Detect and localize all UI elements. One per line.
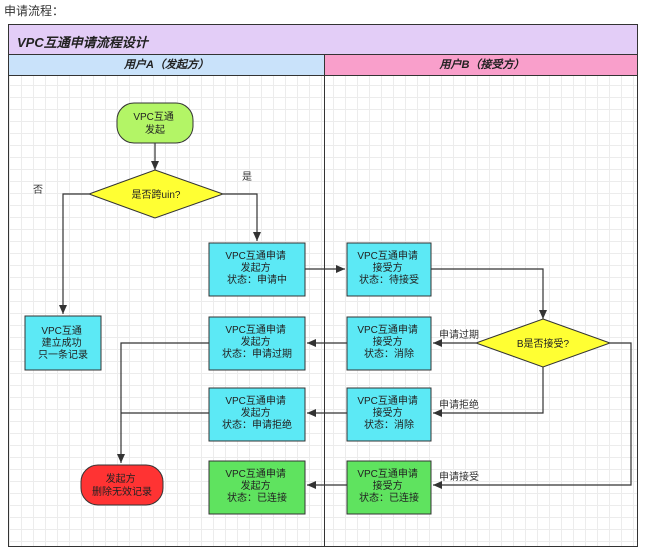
edge-label-rejected: 申请拒绝 bbox=[439, 398, 479, 411]
svg-text:VPC互通 发起: VPC互通 发起 bbox=[133, 111, 176, 136]
connectors bbox=[59, 143, 632, 489]
decision-b-accept: B是否接受? bbox=[474, 318, 612, 368]
node-b-expired-line3: 状态：消除 bbox=[364, 347, 414, 360]
node-a-connected-line1: VPC互通申请 bbox=[225, 467, 286, 480]
node-b-waiting: VPC互通申请 接受方 状态：待接受 bbox=[346, 242, 432, 297]
node-b-connected-line1: VPC互通申请 bbox=[357, 467, 418, 480]
lane-label-user-b: 用户B（接受方） bbox=[439, 59, 525, 71]
node-a-connected-line2: 发起方 bbox=[241, 479, 271, 492]
lane-divider bbox=[324, 76, 325, 546]
svg-text:VPC互通申请 发起方 状态: VPC互通申请 发起方 状态：申请中 bbox=[225, 249, 288, 286]
svg-text:VPC互通申请 接受方 状态: VPC互通申请 接受方 状态：待接受 bbox=[357, 249, 420, 286]
connector-waiting-to-decision bbox=[431, 268, 547, 319]
page-caption: 申请流程： bbox=[4, 4, 65, 18]
node-b-connected-line3: 状态：已连接 bbox=[359, 491, 419, 504]
connector-yes-to-pending bbox=[223, 193, 261, 241]
node-a-expired-line3: 状态：申请过期 bbox=[222, 347, 292, 360]
swimlane-diagram: VPC互通申请流程设计 用户A（发起方） 用户B（接受方） bbox=[8, 24, 638, 547]
node-b-connected-line2: 接受方 bbox=[373, 479, 403, 492]
decision-cross-uin: 是否跨uin? bbox=[87, 169, 225, 219]
node-b-expired: VPC互通申请 接受方 状态：消除 bbox=[346, 316, 432, 371]
start-node: VPC互通 发起 bbox=[116, 102, 194, 144]
svg-text:VPC互通申请 发起方 状态: VPC互通申请 发起方 状态：已连接 bbox=[225, 467, 288, 504]
node-delete-line1: 发起方 bbox=[106, 472, 136, 485]
start-node-line1: VPC互通 bbox=[133, 111, 174, 123]
lane-label-user-a: 用户A（发起方） bbox=[124, 59, 209, 71]
node-a-connected: VPC互通申请 发起方 状态：已连接 bbox=[208, 460, 306, 515]
node-a-expired-line2: 发起方 bbox=[241, 335, 271, 348]
node-a-rejected-line3: 状态：申请拒绝 bbox=[222, 418, 292, 431]
node-a-rejected-line2: 发起方 bbox=[241, 406, 271, 419]
connector-rejected-branch bbox=[433, 367, 544, 417]
diagram-title-bar: VPC互通申请流程设计 bbox=[9, 25, 637, 55]
node-a-rejected: VPC互通申请 发起方 状态：申请拒绝 bbox=[208, 387, 306, 442]
decision-cross-uin-label: 是否跨uin? bbox=[132, 189, 181, 201]
node-b-rejected: VPC互通申请 接受方 状态：消除 bbox=[346, 387, 432, 442]
lane-header-user-b: 用户B（接受方） bbox=[325, 55, 637, 76]
node-b-rejected-line1: VPC互通申请 bbox=[357, 394, 418, 407]
node-a-expired-line1: VPC互通申请 bbox=[225, 323, 286, 336]
connector-no-to-create bbox=[59, 193, 89, 314]
node-b-connected: VPC互通申请 接受方 状态：已连接 bbox=[346, 460, 432, 515]
node-b-waiting-line2: 接受方 bbox=[373, 261, 403, 274]
node-a-pending-line2: 发起方 bbox=[241, 261, 271, 274]
node-b-rejected-line2: 接受方 bbox=[373, 406, 403, 419]
svg-text:VPC互通 建立成功 只一条: VPC互通 建立成功 只一条记录 bbox=[38, 325, 88, 361]
node-delete-line2: 删除无效记录 bbox=[92, 485, 152, 498]
edge-label-no: 否 bbox=[33, 184, 43, 196]
start-node-line2: 发起 bbox=[145, 123, 165, 136]
edge-label-yes: 是 bbox=[242, 171, 252, 183]
flowchart-canvas: 否 是 申请过期 申请拒绝 申请接受 VPC互通 发起 是否跨uin? VPC互… bbox=[24, 102, 632, 515]
svg-text:VPC互通申请 接受方 状态: VPC互通申请 接受方 状态：消除 bbox=[357, 323, 420, 360]
node-a-rejected-line1: VPC互通申请 bbox=[225, 394, 286, 407]
node-create-success: VPC互通 建立成功 只一条记录 bbox=[24, 315, 102, 371]
node-create-line3: 只一条记录 bbox=[38, 348, 88, 361]
edge-label-accepted: 申请接受 bbox=[439, 470, 479, 483]
svg-text:发起方 删除无效记录: 发起方 删除无效记录 bbox=[92, 472, 152, 498]
connector-accepted-branch bbox=[433, 342, 632, 489]
connector-expired-to-delete bbox=[117, 342, 209, 463]
svg-text:VPC互通申请 发起方 状态: VPC互通申请 发起方 状态：申请拒绝 bbox=[222, 394, 292, 431]
node-delete-invalid: 发起方 删除无效记录 bbox=[80, 464, 164, 506]
edge-label-expired: 申请过期 bbox=[439, 328, 479, 341]
node-a-pending-line3: 状态：申请中 bbox=[227, 273, 287, 286]
node-create-line1: VPC互通 bbox=[41, 325, 82, 337]
lane-header-user-a: 用户A（发起方） bbox=[9, 55, 325, 76]
node-b-waiting-line3: 状态：待接受 bbox=[359, 273, 419, 286]
node-b-expired-line2: 接受方 bbox=[373, 335, 403, 348]
node-b-waiting-line1: VPC互通申请 bbox=[357, 249, 418, 262]
node-a-expired: VPC互通申请 发起方 状态：申请过期 bbox=[208, 316, 306, 371]
node-b-rejected-line3: 状态：消除 bbox=[364, 418, 414, 431]
node-a-pending: VPC互通申请 发起方 状态：申请中 bbox=[208, 242, 306, 297]
node-a-pending-line1: VPC互通申请 bbox=[225, 249, 286, 262]
node-b-expired-line1: VPC互通申请 bbox=[357, 323, 418, 336]
svg-text:VPC互通申请 接受方 状态: VPC互通申请 接受方 状态：已连接 bbox=[357, 467, 420, 504]
svg-text:VPC互通申请 发起方 状态: VPC互通申请 发起方 状态：申请过期 bbox=[222, 323, 292, 360]
svg-text:VPC互通申请 接受方 状态: VPC互通申请 接受方 状态：消除 bbox=[357, 394, 420, 431]
decision-b-accept-label: B是否接受? bbox=[517, 337, 570, 350]
node-a-connected-line3: 状态：已连接 bbox=[227, 491, 287, 504]
diagram-title: VPC互通申请流程设计 bbox=[17, 35, 148, 50]
node-create-line2: 建立成功 bbox=[42, 336, 82, 349]
